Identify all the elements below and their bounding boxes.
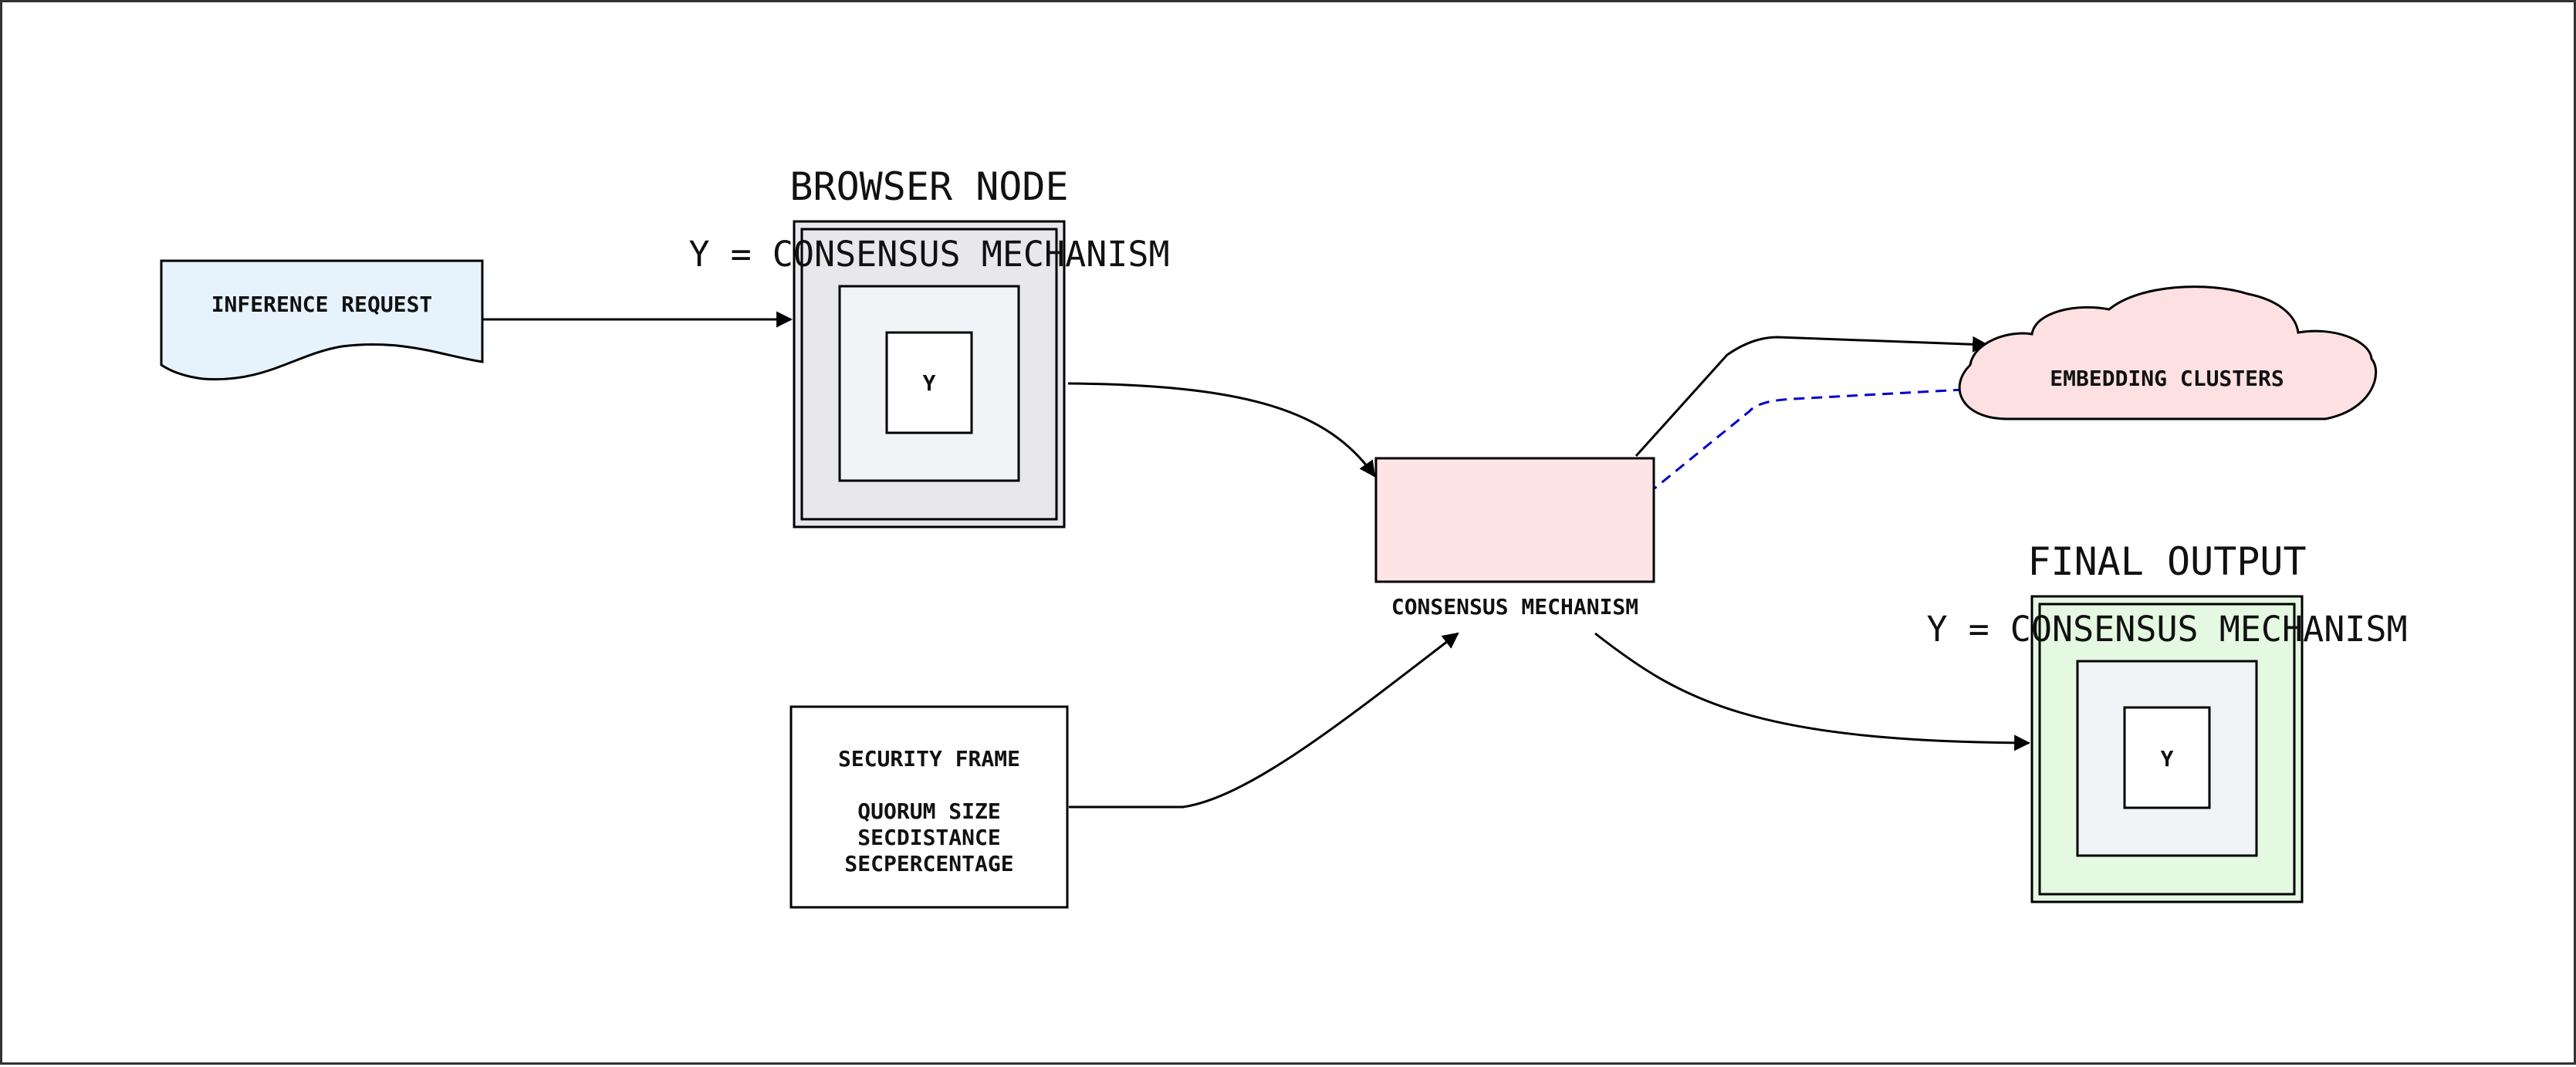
node-final-output[interactable]: Y FINAL OUTPUT Y = CONSENSUS MECHANISM [1926, 539, 2408, 903]
inference-request-label: INFERENCE REQUEST [211, 292, 433, 317]
security-line-secdistance: SECDISTANCE [857, 825, 1000, 850]
browser-node-title: BROWSER NODE [789, 164, 1068, 209]
security-line-secpercentage: SECPERCENTAGE [844, 851, 1013, 876]
browser-core-box [885, 331, 973, 434]
output-core-label: Y [2161, 746, 2174, 772]
security-box [789, 705, 1069, 909]
security-line-quorum: QUORUM SIZE [857, 799, 1000, 824]
browser-core-label: Y [923, 370, 936, 396]
node-browser[interactable]: Y BROWSER NODE Y = CONSENSUS MECHANISM [688, 164, 1170, 528]
output-core-box [2123, 706, 2211, 809]
security-frame-title: SECURITY FRAME [838, 746, 1020, 772]
browser-inner-frame [800, 228, 1058, 521]
document-shape [160, 259, 484, 381]
node-inference-request[interactable]: INFERENCE REQUEST [160, 259, 484, 381]
final-output-subtitle: Y = CONSENSUS MECHANISM [1926, 609, 2407, 650]
consensus-box [1374, 457, 1655, 583]
output-inner-frame [2038, 603, 2296, 896]
final-output-title: FINAL OUTPUT [2027, 539, 2306, 584]
edge-security-to-consensus [1069, 632, 1459, 809]
edge-consensus-to-output [1594, 632, 2031, 751]
embedding-clusters-label: EMBEDDING CLUSTERS [2050, 366, 2284, 391]
node-security-frame[interactable]: SECURITY FRAME QUORUM SIZE SECDISTANCE S… [789, 705, 1069, 909]
browser-node-subtitle: Y = CONSENSUS MECHANISM [688, 234, 1169, 275]
edge-clusters-to-consensus-dashed [1654, 388, 1965, 490]
consensus-label: CONSENSUS MECHANISM [1391, 594, 1638, 620]
cloud-shape [1958, 285, 2378, 420]
node-consensus-mechanism[interactable]: CONSENSUS MECHANISM [1374, 457, 1655, 620]
edge-consensus-to-clusters [1635, 336, 1989, 458]
node-embedding-clusters[interactable]: EMBEDDING CLUSTERS [1958, 285, 2378, 420]
edges [482, 311, 2031, 809]
edge-browser-to-consensus [1067, 382, 1376, 478]
